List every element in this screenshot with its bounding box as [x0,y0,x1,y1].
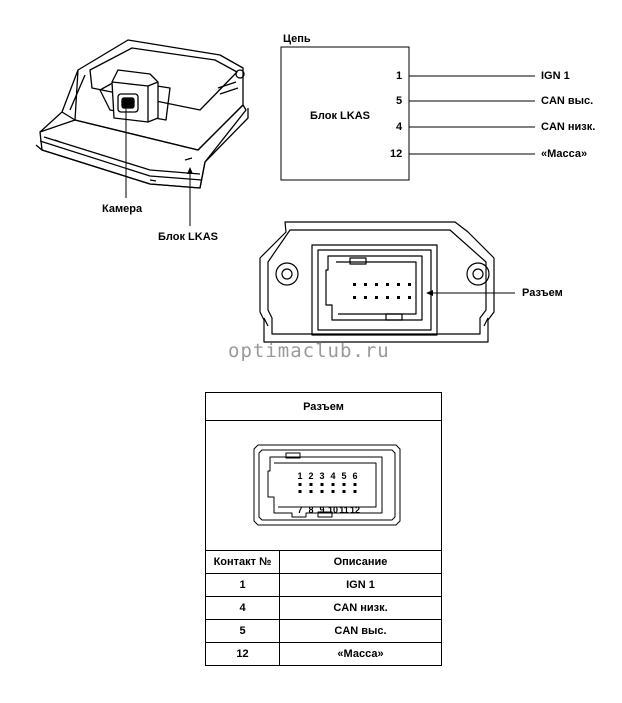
pin-contact [298,490,302,493]
pin-cell: 4 [205,596,280,620]
pin-contact [331,490,335,493]
connector-label: Разъем [522,287,563,299]
pin-number-bottom: 10 [328,505,338,515]
table-row: 4 CAN низк. [205,596,442,620]
pin-number-bottom: 12 [350,505,360,515]
pin-contact [320,483,324,486]
column-header-description: Описание [279,550,442,574]
pin-contact [309,483,313,486]
pin-number-bottom: 8 [308,505,313,515]
watermark: optimaclub.ru [228,340,390,362]
table-row: 12 «Масса» [205,642,442,666]
pin-number-top: 5 [341,471,346,481]
pin-contact [298,483,302,486]
unit-label: Блок LKAS [158,231,218,243]
description-cell: CAN низк. [279,596,442,620]
table-row: 5 CAN выс. [205,619,442,643]
circuit-pin-number: 4 [396,121,403,133]
circuit-pin-number: 12 [390,148,403,160]
description-cell: IGN 1 [279,573,442,597]
circuit-signal-label: «Масса» [541,148,588,160]
pin-number-top: 6 [352,471,357,481]
circuit-unit-label: Блок LKAS [310,110,370,122]
pin-cell: 5 [205,619,280,643]
pin-number-top: 1 [297,471,302,481]
table-title: Разъем [205,392,442,421]
column-header-pin: Контакт № [205,550,280,574]
circuit-pin-number: 1 [396,70,403,82]
description-cell: «Масса» [279,642,442,666]
circuit-signal-label: IGN 1 [541,70,570,82]
pin-number-bottom: 11 [339,505,349,515]
circuit-title: Цепь [283,33,311,45]
pin-contact [342,483,346,486]
pin-number-top: 3 [319,471,324,481]
pin-contact [353,490,357,493]
circuit-signal-label: CAN низк. [541,121,596,133]
table-row: 1 IGN 1 [205,573,442,597]
pin-contact [353,483,357,486]
pin-contact [342,490,346,493]
pin-cell: 1 [205,573,280,597]
circuit-signal-label: CAN выс. [541,95,594,107]
pin-contact [320,490,324,493]
pin-number-top: 4 [330,471,335,481]
pin-contact [309,490,313,493]
pin-cell: 12 [205,642,280,666]
pin-contact [331,483,335,486]
pin-number-bottom: 9 [319,505,324,515]
pin-number-top: 2 [308,471,313,481]
circuit-pin-number: 5 [396,95,403,107]
pin-number-bottom: 7 [297,505,302,515]
description-cell: CAN выс. [279,619,442,643]
camera-label: Камера [102,203,143,215]
